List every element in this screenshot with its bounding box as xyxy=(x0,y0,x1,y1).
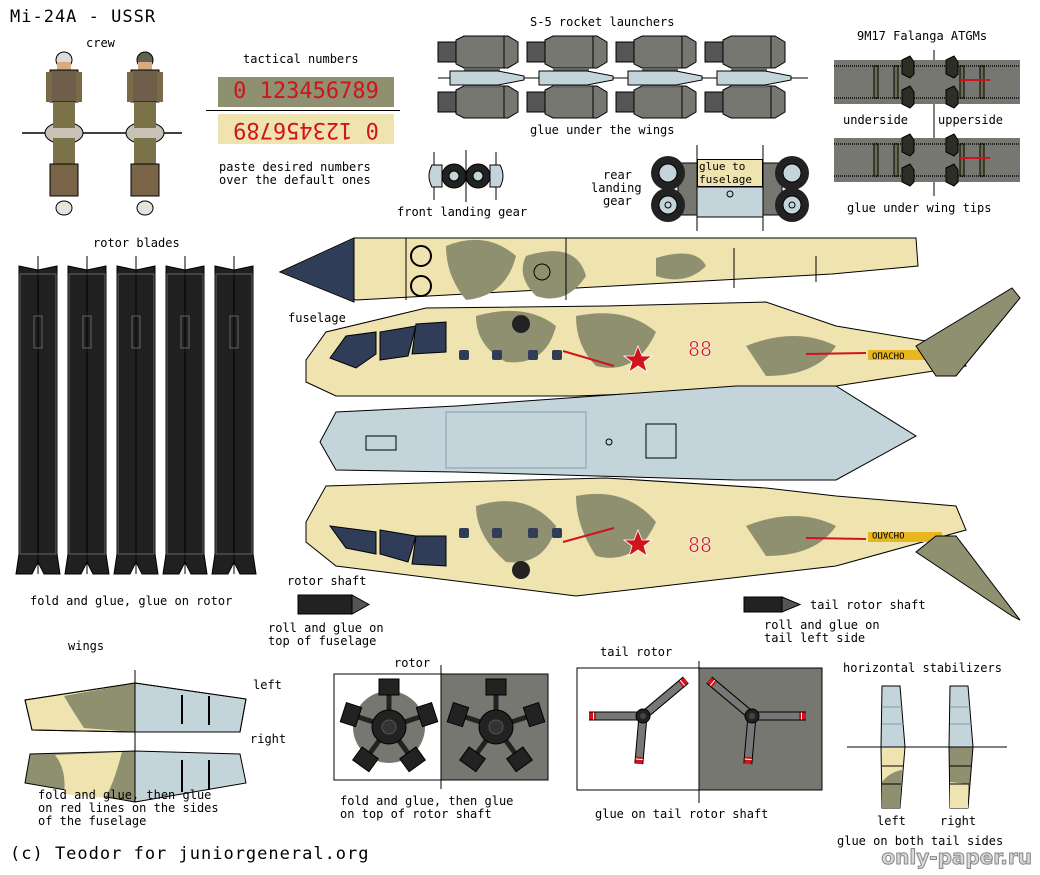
crew-label: crew xyxy=(86,36,115,50)
fuselage-side-view-lower: 88 ОПАСНО xyxy=(305,477,1021,621)
rocket-launcher xyxy=(704,35,792,119)
wing-right xyxy=(24,750,247,803)
crew-pilot-figure xyxy=(44,51,84,216)
stabilizer-right-label: right xyxy=(940,814,977,828)
wing-left xyxy=(24,682,247,733)
rotor-blades-label: rotor blades xyxy=(93,236,180,250)
fuselage-number-lower: 88 xyxy=(688,533,712,557)
tail-rotor-shaft-label: tail rotor shaft xyxy=(810,598,926,612)
warning-text-upper: ОПАСНО xyxy=(872,352,905,362)
crew-figures xyxy=(22,51,182,216)
rotor-blade xyxy=(64,256,110,575)
front-gear-label: front landing gear xyxy=(397,205,528,219)
rotor-blades xyxy=(15,256,257,575)
atgm-missiles xyxy=(834,50,1020,196)
wings-note-2: on red lines on the sides xyxy=(38,801,219,815)
rocket-launchers xyxy=(437,35,808,119)
front-landing-gear xyxy=(428,150,504,202)
rotor-note-1: fold and glue, then glue xyxy=(340,794,514,808)
rockets-note: glue under the wings xyxy=(530,123,675,137)
sheet-title: Mi-24A - USSR xyxy=(10,7,157,27)
atgm-strip xyxy=(834,55,1020,109)
fuselage: 88 ОПАСНО 88 ОПАСНО xyxy=(278,237,1021,621)
warning-text-lower: ОПАСНО xyxy=(872,529,905,539)
crew-gunner-figure xyxy=(125,51,165,216)
horizontal-stabilizers xyxy=(847,685,1007,809)
fuselage-side-view-upper: 88 ОПАСНО xyxy=(305,287,1021,397)
rear-gear-glue-2: fuselage xyxy=(699,173,752,186)
wing-left-label: left xyxy=(253,678,282,692)
watermark: only-paper.ru xyxy=(881,845,1033,870)
rotor-shaft-note-2: top of fuselage xyxy=(268,634,377,648)
fuselage-label: fuselage xyxy=(288,311,346,325)
wings-note-1: fold and glue, then glue xyxy=(38,788,212,802)
rotor-blade xyxy=(15,256,61,575)
tactical-numbers-mirrored-strip: 0 123456789 xyxy=(218,114,394,144)
rocket-launcher xyxy=(437,35,525,119)
fold-line xyxy=(206,110,400,111)
tail-rotor-note: glue on tail rotor shaft xyxy=(595,807,769,821)
rotor-shaft-label: rotor shaft xyxy=(287,574,367,588)
rotor-hub xyxy=(446,678,546,773)
fuselage-bottom-view xyxy=(319,385,917,481)
stabilizers-label: horizontal stabilizers xyxy=(843,661,1002,675)
atgm-note: glue under wing tips xyxy=(847,201,992,215)
stabilizer-right xyxy=(948,685,974,809)
rockets-label: S-5 rocket launchers xyxy=(530,15,675,29)
stabilizer-left xyxy=(880,685,906,809)
atgm-label: 9M17 Falanga ATGMs xyxy=(857,29,988,43)
wing-right-label: right xyxy=(250,732,287,746)
rotor-hub xyxy=(339,678,439,773)
fuselage-top-view xyxy=(278,237,919,303)
tactical-numbers-strip: 0 123456789 xyxy=(218,77,394,107)
rotor-note-2: on top of rotor shaft xyxy=(340,807,492,821)
rear-gear-label-1: rear xyxy=(603,168,632,182)
tail-rotor-shaft-part xyxy=(743,596,802,613)
tail-rotor-shaft-note-2: tail left side xyxy=(764,631,866,645)
rotor-shaft-part xyxy=(297,594,371,615)
tail-rotor-hub xyxy=(589,676,689,765)
rear-gear-label-3: gear xyxy=(603,194,632,208)
rear-gear-label-2: landing xyxy=(591,181,642,195)
wings xyxy=(24,670,247,803)
atgm-upperside-label: upperside xyxy=(938,113,1004,127)
rotor-blade xyxy=(162,256,208,575)
stabilizer-left-label: left xyxy=(877,814,906,828)
fuselage-number-upper: 88 xyxy=(688,337,712,361)
tactical-numbers-note-1: paste desired numbers xyxy=(219,160,371,174)
rear-gear-glue-1: glue to xyxy=(699,160,746,173)
atgm-strip xyxy=(834,133,1020,187)
main-rotor-hub xyxy=(333,665,549,789)
tail-rotor-shaft-note-1: roll and glue on xyxy=(764,618,880,632)
stabilizers-note: glue on both tail sides xyxy=(837,834,1004,848)
wings-note-3: of the fuselage xyxy=(38,814,147,828)
wings-label: wings xyxy=(68,639,105,653)
rear-landing-gear xyxy=(651,145,809,231)
rotor-blades-note: fold and glue, glue on rotor xyxy=(30,594,233,608)
rotor-shaft-note-1: roll and glue on xyxy=(268,621,384,635)
rotor-blade xyxy=(211,256,257,575)
rear-gear-glue-area: glue to fuselage xyxy=(697,159,763,187)
credit-text: (c) Teodor for juniorgeneral.org xyxy=(10,844,370,864)
tail-rotor-part xyxy=(576,661,823,803)
atgm-underside-label: underside xyxy=(843,113,909,127)
rocket-launcher xyxy=(615,35,703,119)
tail-rotor-label: tail rotor xyxy=(600,645,673,659)
rotor-label: rotor xyxy=(394,656,431,670)
tail-rotor-hub xyxy=(706,676,806,765)
tactical-numbers-note-2: over the default ones xyxy=(219,173,371,187)
tactical-numbers-label: tactical numbers xyxy=(243,52,359,66)
rocket-launcher xyxy=(526,35,614,119)
rotor-blade xyxy=(113,256,159,575)
